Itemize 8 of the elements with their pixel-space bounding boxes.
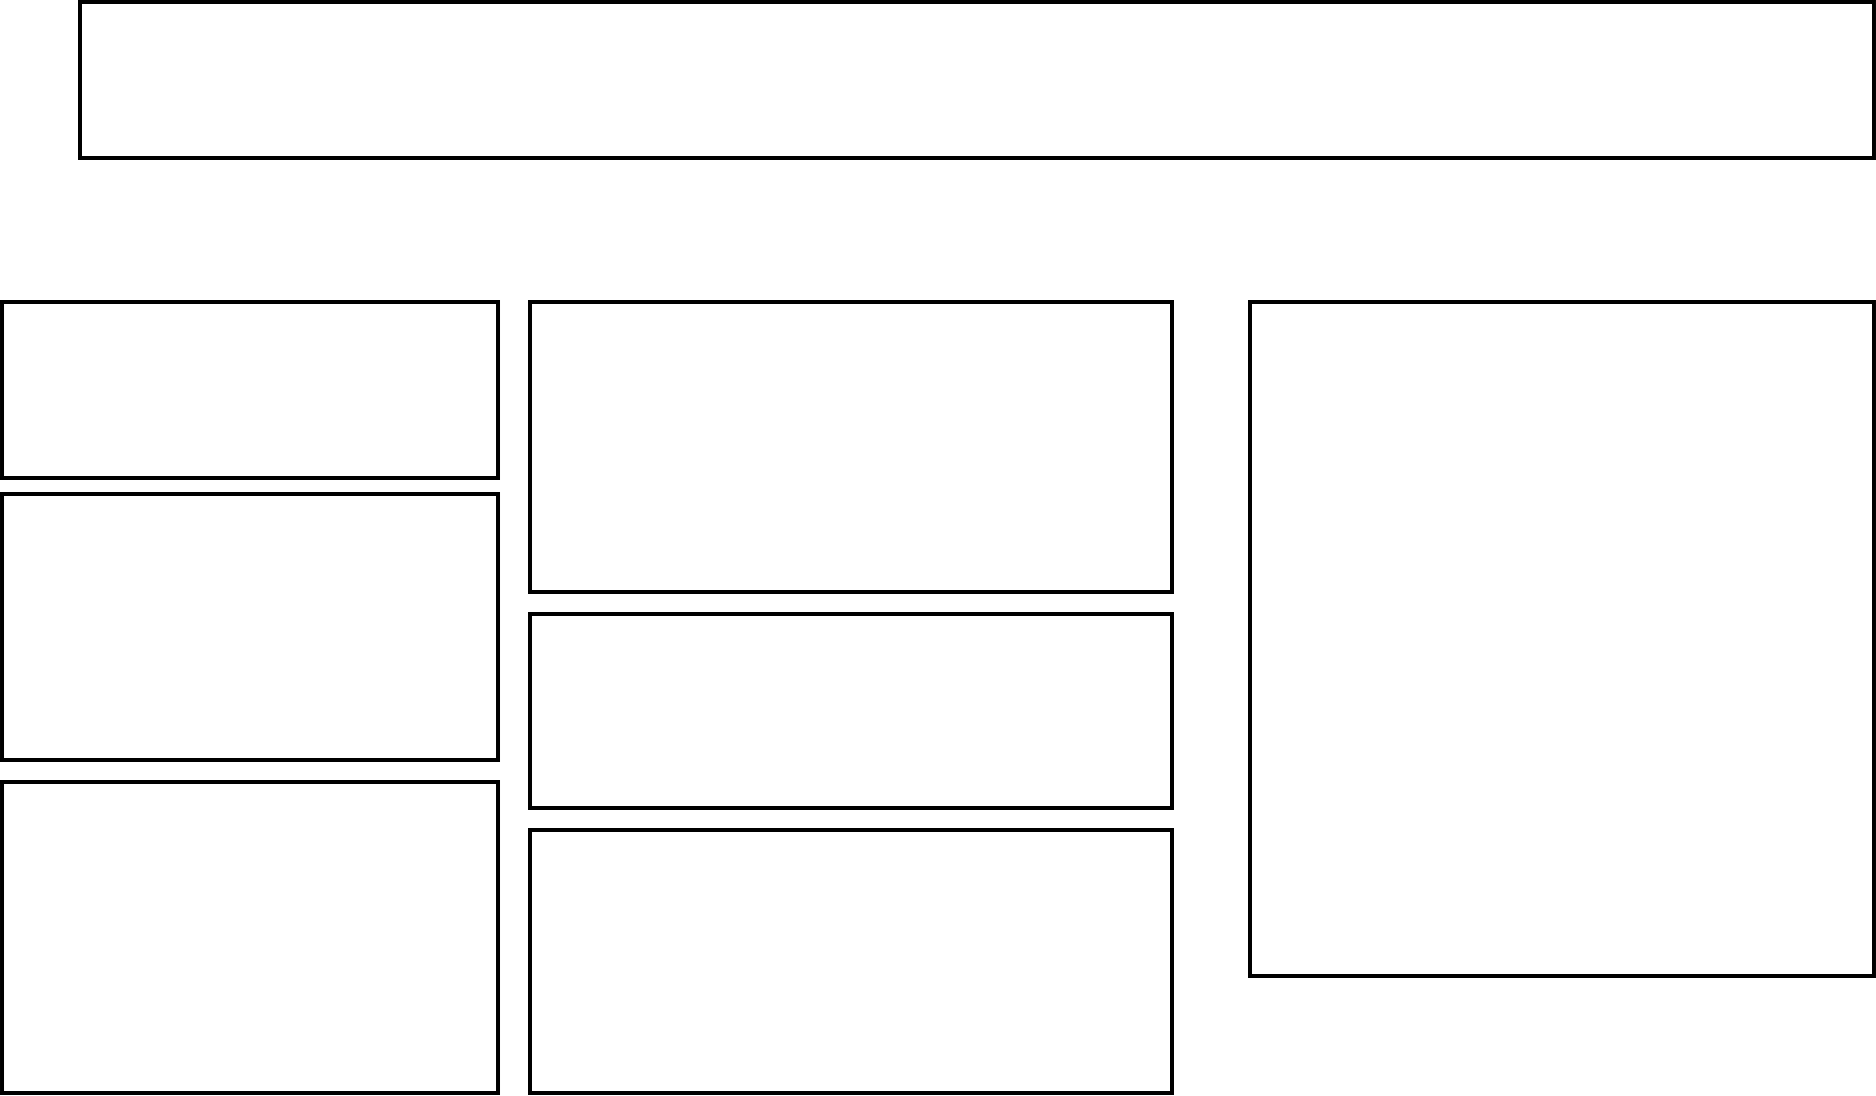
empty-box <box>528 828 1174 1096</box>
empty-box <box>0 300 500 480</box>
empty-box <box>0 780 500 1096</box>
empty-box <box>0 492 500 762</box>
empty-box <box>78 0 1876 160</box>
empty-box <box>528 612 1174 810</box>
empty-box <box>528 300 1174 594</box>
empty-box <box>1248 300 1876 978</box>
